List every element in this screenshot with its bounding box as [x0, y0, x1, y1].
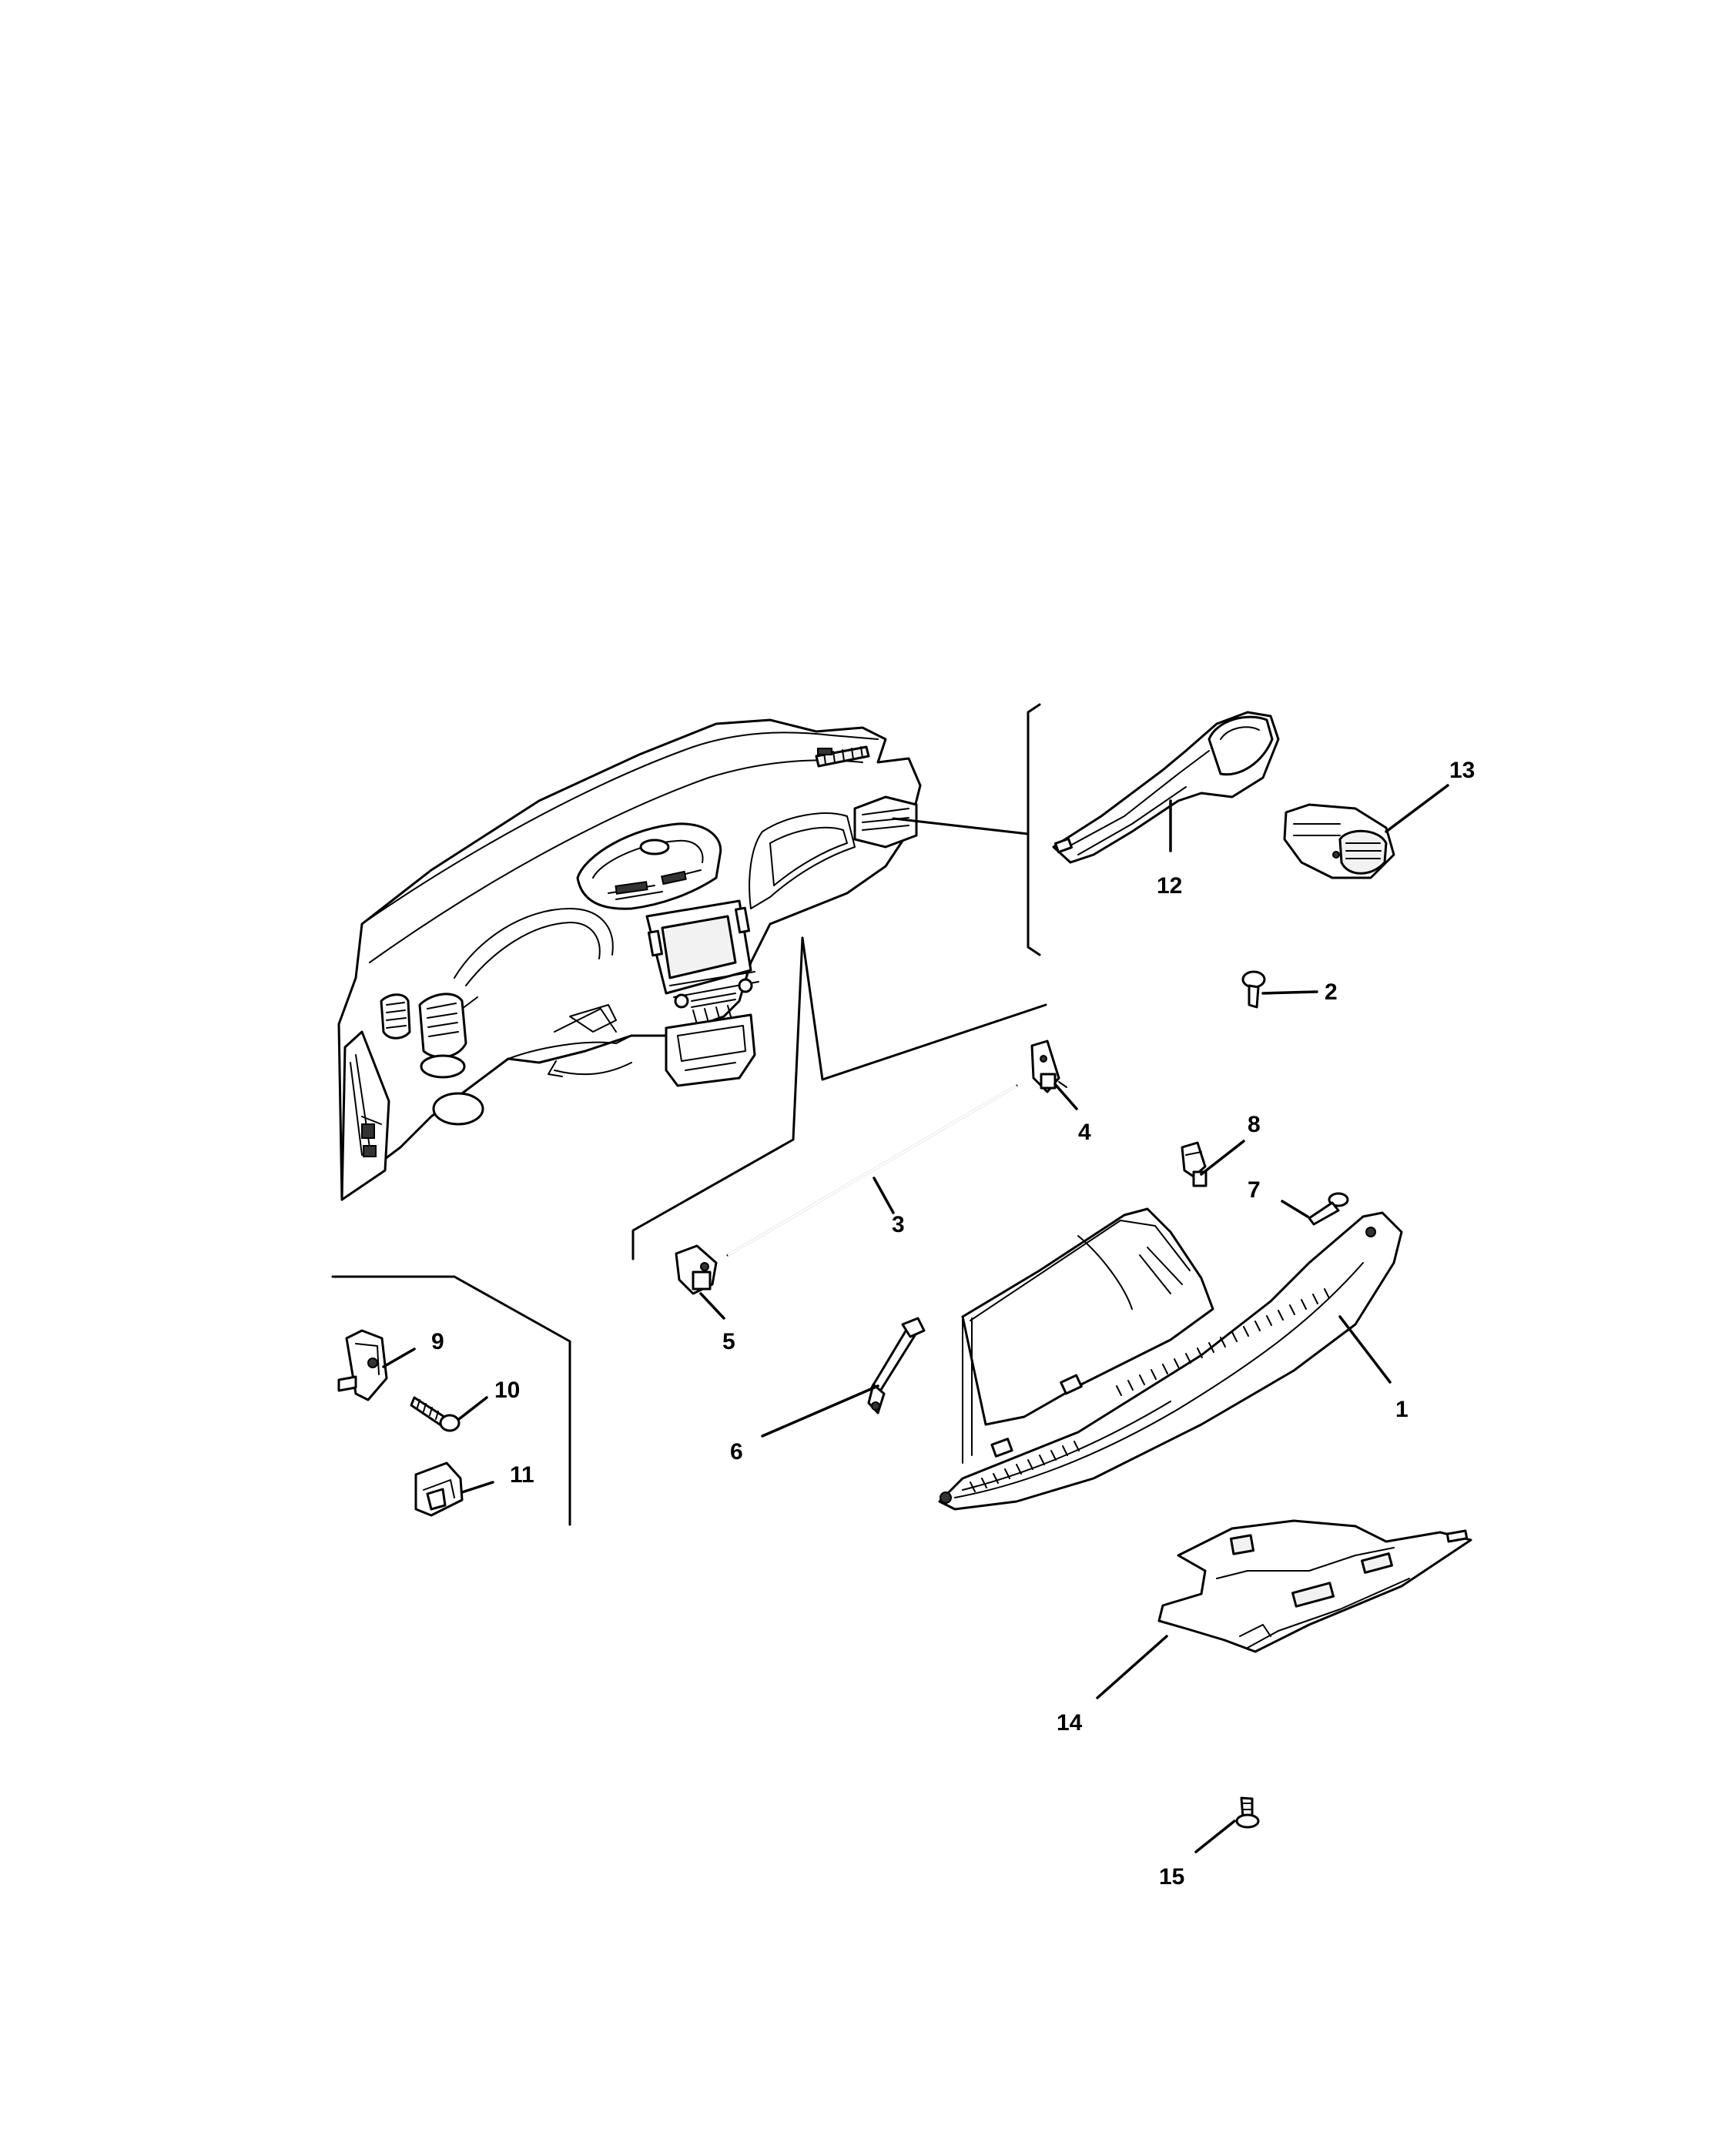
instrument-panel [337, 718, 922, 1201]
leader-7 [1281, 1200, 1309, 1218]
leader-10 [457, 1396, 488, 1421]
part-12-duct [1052, 711, 1280, 864]
callout-7: 7 [1248, 1177, 1261, 1203]
callout-9: 9 [431, 1329, 444, 1354]
callout-14: 14 [1057, 1710, 1083, 1736]
upper-group-bracket [1027, 703, 1041, 956]
leader-13 [1385, 784, 1449, 833]
leader-11 [461, 1481, 494, 1494]
callout-15: 15 [1159, 1864, 1184, 1890]
part-4-bracket [1030, 1040, 1067, 1093]
leader-3 [873, 1177, 895, 1214]
part-7-bolt [1308, 1192, 1349, 1226]
callout-11: 11 [510, 1462, 534, 1488]
part-3-rod [726, 1084, 1018, 1257]
callout-10: 10 [494, 1378, 520, 1403]
part-2-push-pin [1241, 970, 1266, 1009]
panel-to-bracket-line-upper [892, 817, 1030, 835]
left-group-bracket [331, 1275, 571, 1526]
panel-to-bracket-line-lower [801, 936, 1047, 1081]
callout-6: 6 [730, 1439, 743, 1465]
part-8-striker [1181, 1141, 1208, 1187]
callout-2: 2 [1325, 979, 1338, 1005]
leader-8 [1200, 1140, 1245, 1176]
leader-2 [1261, 990, 1318, 995]
callout-13: 13 [1449, 758, 1475, 783]
part-14-lower-panel [1157, 1519, 1472, 1653]
leader-5 [699, 1292, 725, 1320]
leader-4 [1053, 1083, 1078, 1110]
part-13-vent [1283, 803, 1395, 879]
callout-4: 4 [1078, 1120, 1091, 1145]
part-10-screw [410, 1396, 461, 1432]
callout-3: 3 [892, 1212, 905, 1237]
leader-6 [761, 1384, 879, 1438]
part-11-clip [414, 1461, 464, 1517]
callout-1: 1 [1395, 1397, 1408, 1422]
callout-8: 8 [1248, 1112, 1261, 1137]
leader-14 [1096, 1635, 1168, 1699]
part-9-clip [337, 1329, 388, 1401]
part-6-damper [867, 1317, 926, 1414]
leader-1 [1338, 1315, 1392, 1384]
callout-5: 5 [722, 1329, 735, 1354]
leader-9 [382, 1348, 416, 1368]
part-1-glove-box [938, 1207, 1403, 1511]
leader-15 [1194, 1820, 1236, 1853]
part-5-bracket [675, 1244, 718, 1295]
panel-to-bracket-line-lower2 [631, 936, 804, 1260]
part-15-screw [1235, 1796, 1260, 1829]
callout-12: 12 [1157, 873, 1182, 899]
